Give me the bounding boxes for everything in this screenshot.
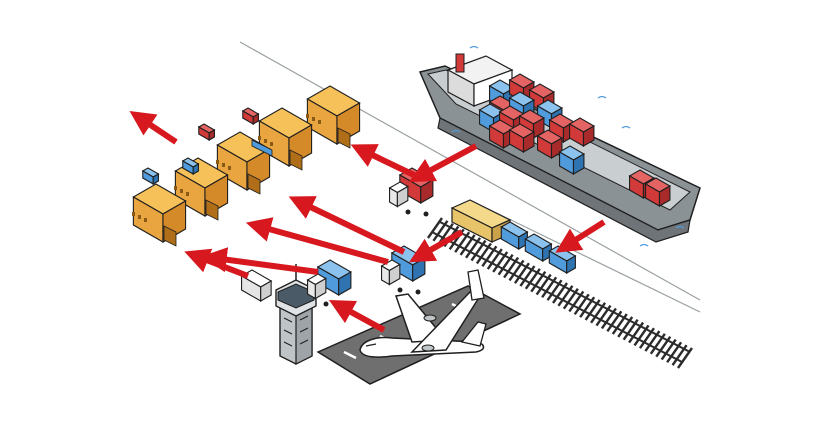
warehouse-sign — [251, 139, 273, 157]
small-truck — [141, 167, 160, 185]
small-truck-group — [141, 107, 260, 185]
cargo-plane-icon — [359, 269, 487, 358]
flow-arrow-icon — [328, 299, 386, 333]
freight-train-icon — [450, 199, 577, 274]
flow-arrow-icon — [555, 219, 606, 253]
warehouse-icon — [216, 131, 271, 195]
small-truck — [197, 123, 216, 141]
flow-arrow-icon — [201, 247, 319, 275]
flow-arrow-icon — [288, 196, 406, 255]
ship-container — [518, 109, 546, 139]
truck-cab — [380, 259, 401, 286]
water-marks — [451, 45, 685, 247]
truck-cab — [306, 273, 327, 300]
small-truck — [181, 157, 200, 175]
ship-container — [558, 145, 586, 175]
container-truck-icon — [388, 167, 434, 217]
cargo-ship-icon — [418, 45, 701, 247]
warehouse-icon — [132, 183, 187, 247]
warehouse-icon — [306, 85, 361, 149]
train-container — [524, 233, 553, 262]
flow-arrow-group — [129, 111, 606, 333]
ship-container — [644, 177, 672, 207]
warehouse-icon — [174, 157, 229, 221]
truck-container — [316, 259, 352, 296]
ship-container — [508, 123, 536, 153]
ship-container — [568, 117, 596, 147]
truck-cab — [388, 181, 409, 208]
control-tower-icon — [275, 264, 317, 365]
flow-arrow-icon — [409, 229, 464, 263]
small-truck — [241, 107, 260, 125]
container-truck-group — [240, 167, 434, 309]
warehouse-icon — [258, 107, 313, 171]
flow-arrow-icon — [408, 143, 478, 182]
flow-arrow-icon — [245, 217, 389, 265]
flow-arrow-icon — [350, 144, 418, 179]
rail-track — [427, 217, 693, 369]
flow-arrow-icon — [129, 111, 178, 145]
flow-arrow-icon — [184, 248, 250, 279]
warehouse-row — [132, 85, 361, 247]
